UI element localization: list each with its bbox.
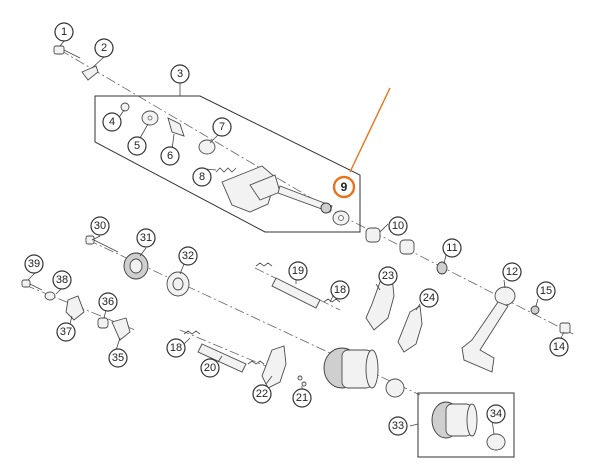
svg-text:38: 38: [56, 274, 68, 286]
callout-12[interactable]: 12: [502, 262, 522, 282]
highlight-pointer: [349, 87, 391, 173]
assembly-3-box: [94, 95, 361, 233]
callout-4[interactable]: 4: [102, 112, 122, 132]
svg-text:24: 24: [423, 292, 435, 304]
callout-9[interactable]: 9: [332, 175, 356, 199]
callout-6[interactable]: 6: [160, 146, 180, 166]
callout-8[interactable]: 8: [192, 167, 212, 187]
callout-31[interactable]: 31: [136, 228, 156, 248]
callout-11[interactable]: 11: [442, 238, 462, 258]
leader-lines: [27, 40, 565, 435]
svg-text:9: 9: [341, 180, 348, 194]
callout-39[interactable]: 39: [24, 254, 44, 274]
callout-37[interactable]: 37: [56, 322, 76, 342]
svg-text:3: 3: [177, 68, 183, 80]
callout-15[interactable]: 15: [536, 281, 556, 301]
callout-5[interactable]: 5: [127, 136, 147, 156]
callout-14[interactable]: 14: [549, 337, 569, 357]
svg-text:1: 1: [61, 26, 67, 38]
svg-text:21: 21: [296, 392, 308, 404]
svg-text:8: 8: [199, 171, 205, 183]
svg-text:14: 14: [553, 341, 565, 353]
svg-text:33: 33: [392, 420, 404, 432]
callout-1[interactable]: 1: [54, 22, 74, 42]
svg-text:7: 7: [219, 121, 225, 133]
callout-22[interactable]: 22: [252, 384, 272, 404]
svg-text:36: 36: [102, 296, 114, 308]
assembly-33-box: [417, 392, 515, 458]
svg-text:12: 12: [506, 266, 518, 278]
svg-text:5: 5: [134, 140, 140, 152]
callout-7[interactable]: 7: [212, 117, 232, 137]
svg-text:10: 10: [392, 220, 404, 232]
svg-text:19: 19: [292, 265, 304, 277]
svg-text:22: 22: [256, 388, 268, 400]
svg-text:2: 2: [101, 42, 107, 54]
callout-32[interactable]: 32: [178, 246, 198, 266]
svg-text:20: 20: [204, 362, 216, 374]
parts: [21, 45, 571, 451]
svg-text:39: 39: [28, 258, 40, 270]
callout-35[interactable]: 35: [108, 348, 128, 368]
svg-text:37: 37: [60, 326, 72, 338]
svg-text:23: 23: [382, 270, 394, 282]
svg-text:11: 11: [446, 242, 457, 254]
svg-text:18: 18: [334, 284, 346, 296]
callout-38[interactable]: 38: [52, 270, 72, 290]
svg-text:30: 30: [94, 220, 106, 232]
svg-text:15: 15: [540, 285, 552, 297]
svg-text:4: 4: [109, 116, 115, 128]
callout-21[interactable]: 21: [292, 388, 312, 408]
svg-text:18: 18: [170, 342, 182, 354]
svg-text:32: 32: [182, 250, 194, 262]
callout-34[interactable]: 34: [486, 404, 506, 424]
callout-18a[interactable]: 18: [330, 280, 350, 300]
callout-19[interactable]: 19: [288, 261, 308, 281]
svg-text:31: 31: [140, 232, 152, 244]
svg-text:35: 35: [112, 352, 124, 364]
callout-33[interactable]: 33: [388, 416, 408, 436]
svg-text:6: 6: [167, 150, 173, 162]
callout-23[interactable]: 23: [378, 266, 398, 286]
svg-text:34: 34: [490, 408, 502, 420]
callout-3[interactable]: 3: [170, 64, 190, 84]
callout-2[interactable]: 2: [94, 38, 114, 58]
callout-24[interactable]: 24: [419, 288, 439, 308]
callout-36[interactable]: 36: [98, 292, 118, 312]
callout-18b[interactable]: 18: [166, 338, 186, 358]
callout-20[interactable]: 20: [200, 358, 220, 378]
callout-30[interactable]: 30: [90, 216, 110, 236]
callout-10[interactable]: 10: [388, 216, 408, 236]
